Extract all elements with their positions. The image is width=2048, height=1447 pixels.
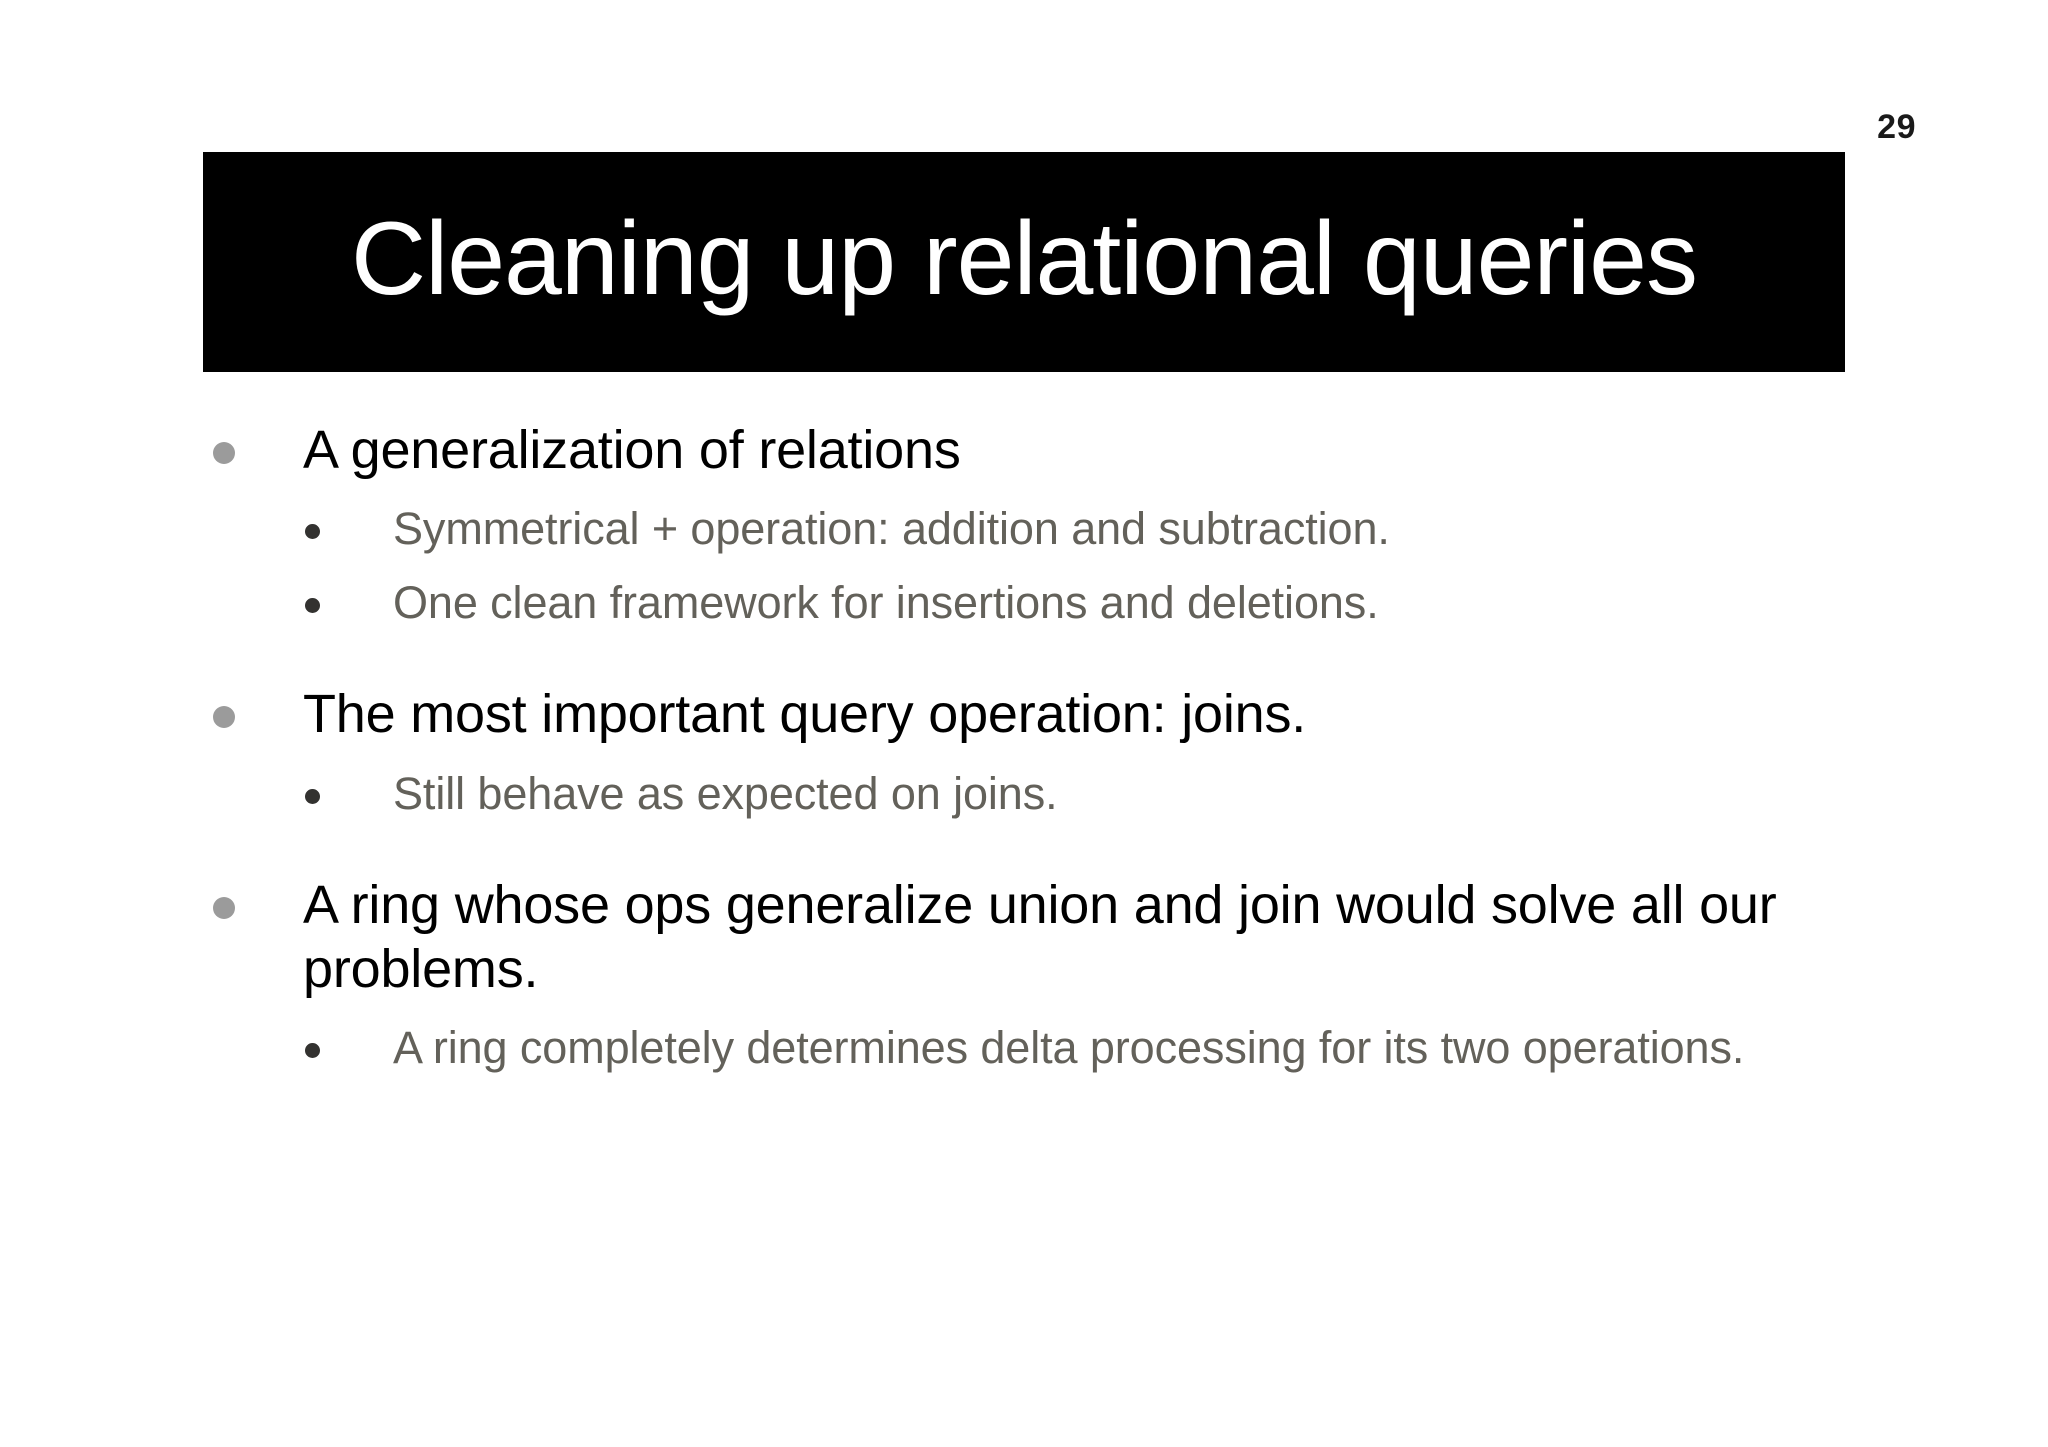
bullet-text: A generalization of relations <box>303 420 961 480</box>
bullet-item-level2: Still behave as expected on joins. <box>0 767 2048 821</box>
bullet-item-level1: A ring whose ops generalize union and jo… <box>0 873 2048 1002</box>
spacer <box>0 827 2048 873</box>
bullet-item-level1: A generalization of relations <box>0 418 2048 482</box>
bullet-dot-icon <box>305 1021 393 1058</box>
bullet-dot-icon <box>213 873 303 919</box>
bullet-text: The most important query operation: join… <box>303 684 1307 745</box>
bullet-text: A ring completely determines delta proce… <box>393 1022 1745 1073</box>
bullet-dot-icon <box>305 767 393 804</box>
slide-body: A generalization of relations Symmetrica… <box>0 418 2048 1081</box>
bullet-text: Still behave as expected on joins. <box>393 767 1058 819</box>
bullet-dot-icon <box>213 682 303 729</box>
spacer <box>0 562 2048 576</box>
spacer <box>0 753 2048 767</box>
page-title: Cleaning up relational queries <box>350 201 1698 318</box>
spacer <box>0 1007 2048 1021</box>
bullet-item-level1: The most important query operation: join… <box>0 682 2048 746</box>
title-banner: Cleaning up relational queries <box>203 152 1845 372</box>
bullet-item-level2: Symmetrical + operation: addition and su… <box>0 502 2048 556</box>
bullet-item-level2: A ring completely determines delta proce… <box>0 1021 2048 1075</box>
spacer <box>0 636 2048 682</box>
bullet-dot-icon <box>213 418 303 464</box>
bullet-text: Symmetrical + operation: addition and su… <box>393 503 1390 555</box>
bullet-item-level2: One clean framework for insertions and d… <box>0 576 2048 630</box>
bullet-dot-icon <box>305 502 393 540</box>
bullet-text: One clean framework for insertions and d… <box>393 577 1379 629</box>
spacer <box>0 488 2048 502</box>
bullet-text: A ring whose ops generalize union and jo… <box>303 874 1777 999</box>
page-number: 29 <box>1877 108 1916 146</box>
bullet-dot-icon <box>305 576 393 614</box>
